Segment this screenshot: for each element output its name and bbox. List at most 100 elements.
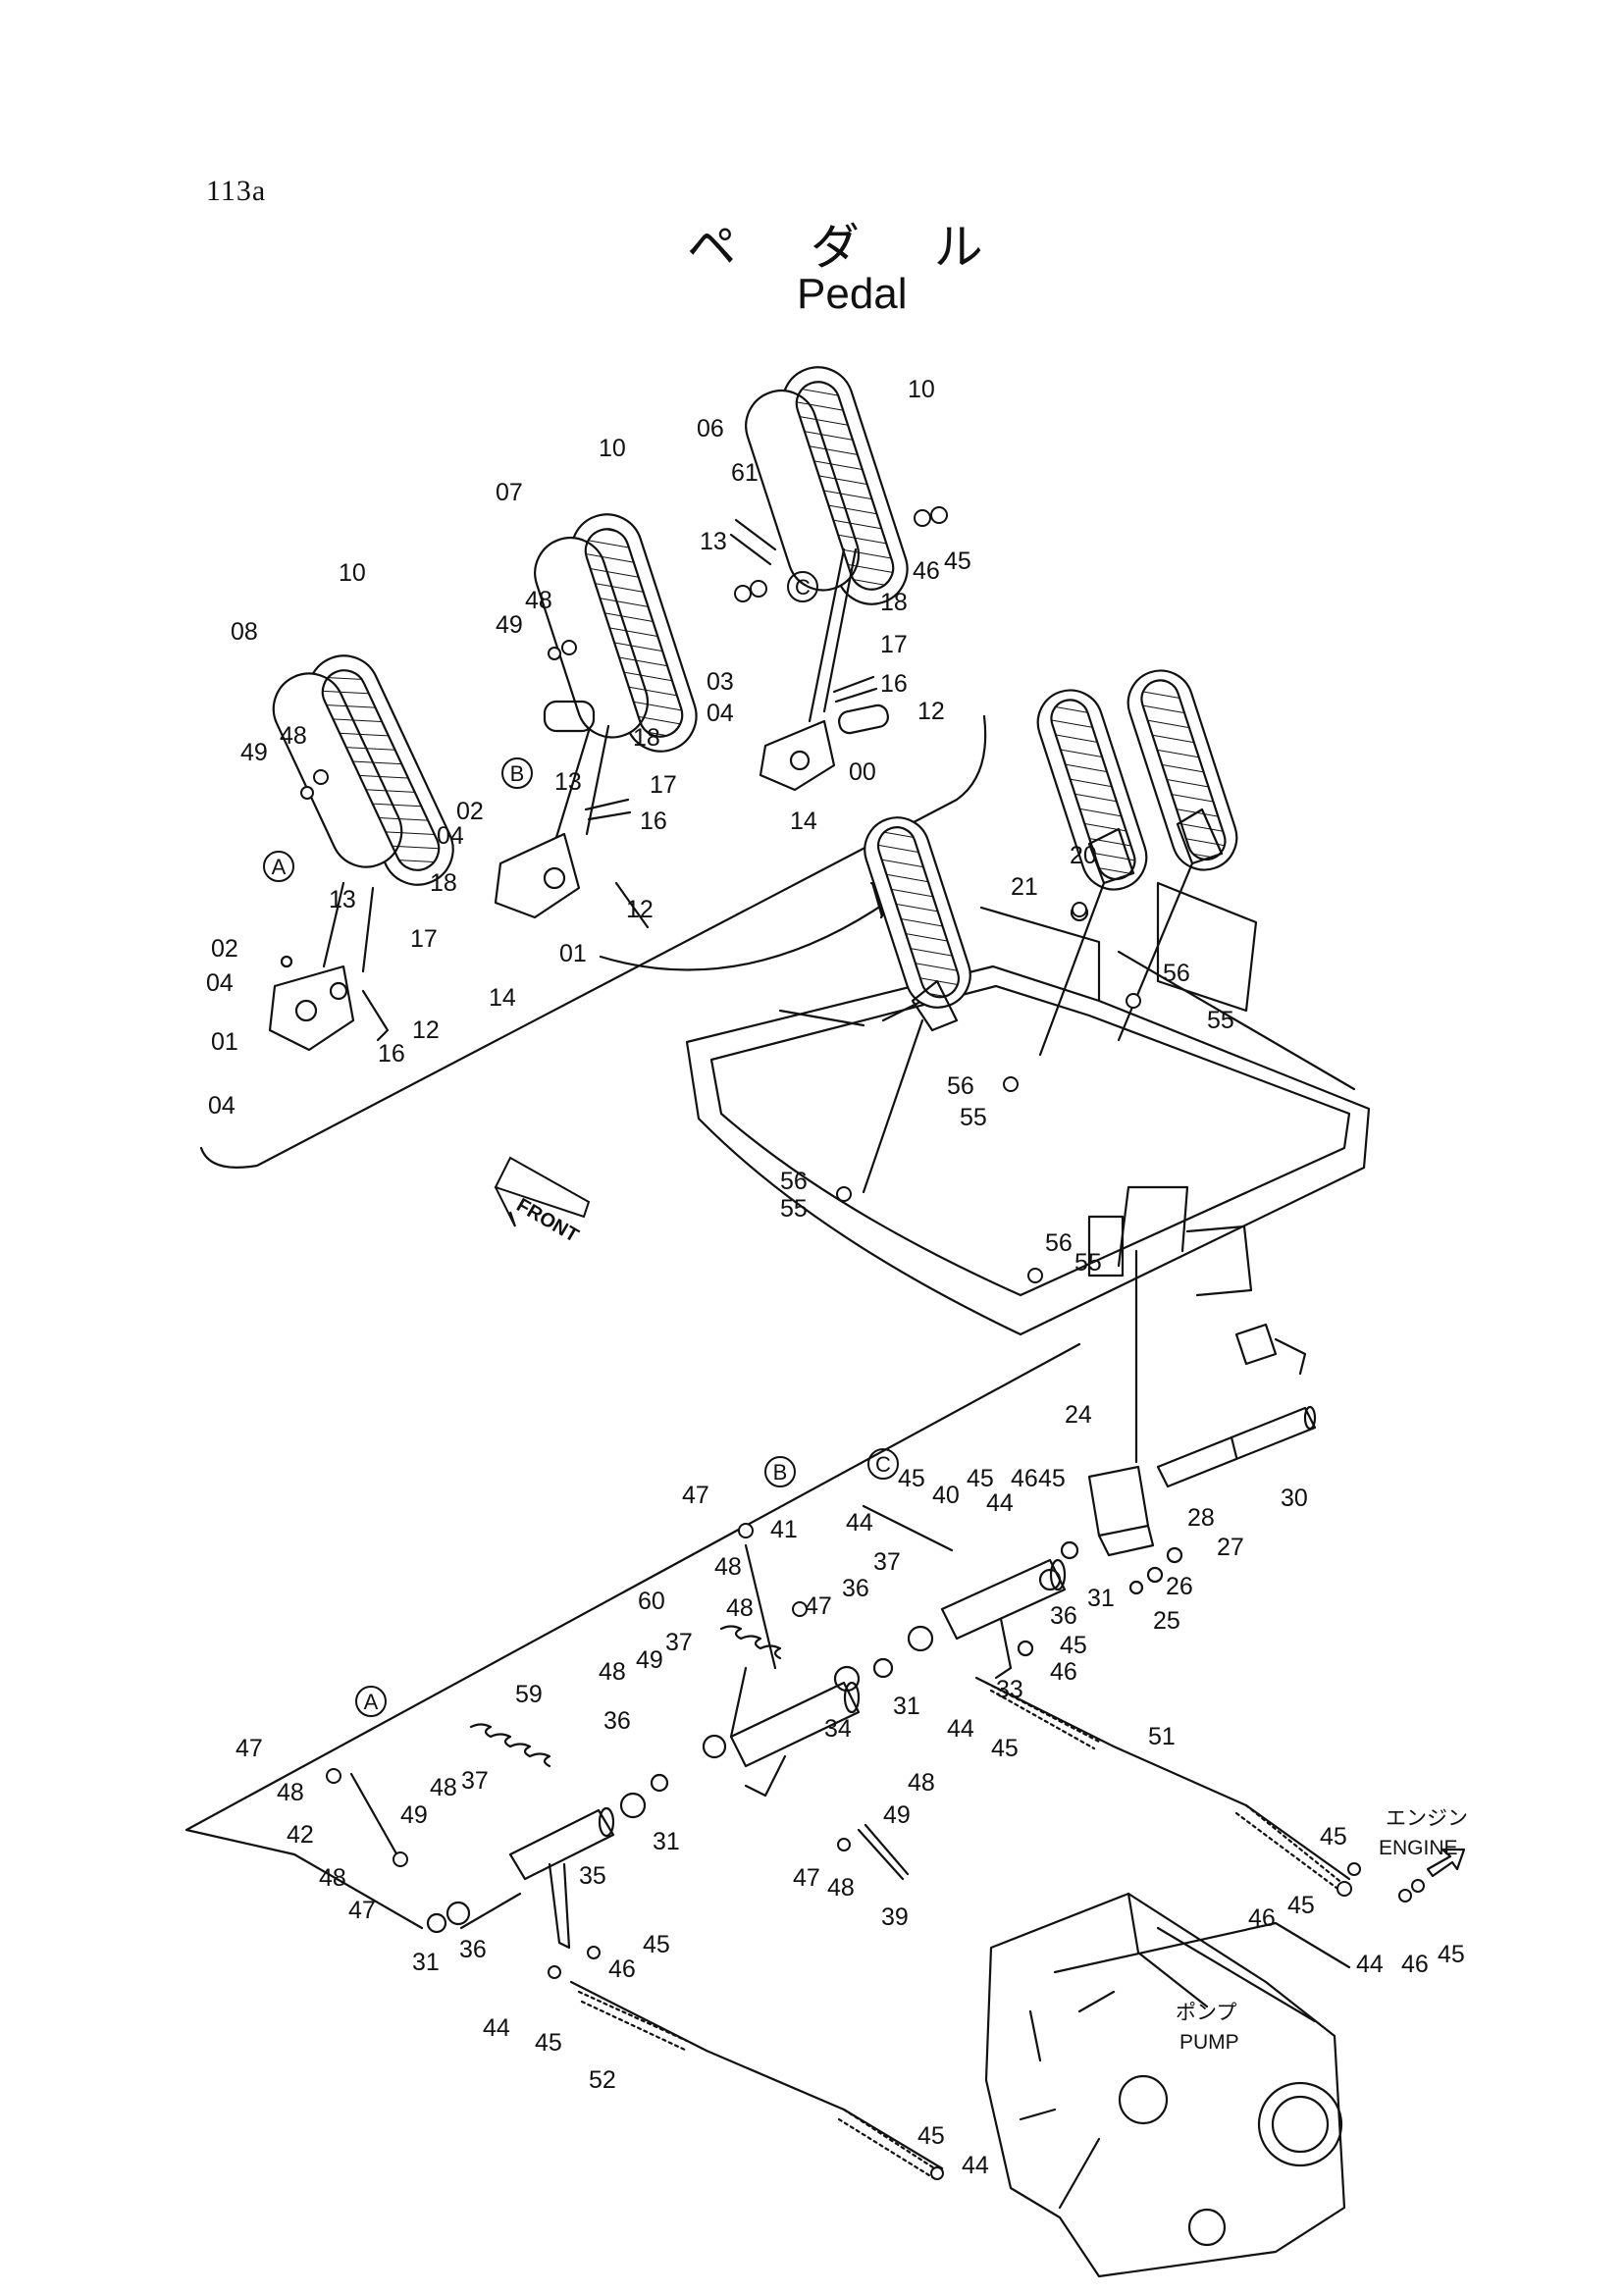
part-label: 12 bbox=[917, 698, 945, 725]
part-label: 08 bbox=[231, 618, 258, 646]
part-label: 47 bbox=[793, 1864, 820, 1892]
part-label: 13 bbox=[329, 886, 356, 913]
part-label: 31 bbox=[412, 1949, 440, 1976]
part-label: 28 bbox=[1187, 1504, 1215, 1532]
part-label: 46 bbox=[913, 557, 940, 585]
callout-b: B bbox=[510, 761, 525, 786]
part-label: 04 bbox=[206, 969, 234, 997]
part-label: 56 bbox=[780, 1168, 808, 1195]
part-label: 45 bbox=[898, 1465, 925, 1492]
engine-arrow bbox=[1426, 1848, 1466, 1878]
part-label: 45 bbox=[535, 2029, 562, 2057]
part-label: 24 bbox=[1065, 1401, 1092, 1429]
part-label: 12 bbox=[626, 896, 654, 923]
part-label: 36 bbox=[459, 1936, 487, 1963]
part-label: 47 bbox=[805, 1592, 832, 1620]
part-label: 55 bbox=[780, 1195, 808, 1223]
bushings bbox=[426, 1540, 1183, 1934]
part-label: 51 bbox=[1148, 1723, 1176, 1750]
part-label: 33 bbox=[996, 1676, 1023, 1703]
part-label: 12 bbox=[412, 1017, 440, 1044]
part-label: 36 bbox=[842, 1575, 869, 1602]
part-label: 07 bbox=[496, 479, 523, 506]
callout-a: A bbox=[272, 855, 287, 879]
cable-51 bbox=[974, 1676, 1351, 1881]
part-label: 04 bbox=[208, 1092, 236, 1120]
part-label: 41 bbox=[770, 1516, 798, 1543]
rod-41 bbox=[744, 1543, 777, 1670]
part-label: 03 bbox=[707, 668, 734, 696]
cable-52 bbox=[569, 1980, 944, 2170]
part-label: 55 bbox=[1207, 1007, 1234, 1034]
part-label: 20 bbox=[1070, 842, 1097, 869]
page-title-en: Pedal bbox=[797, 270, 908, 318]
part-label: 27 bbox=[1217, 1534, 1244, 1561]
part-label: 16 bbox=[880, 670, 908, 698]
pump-body bbox=[984, 1892, 1351, 2278]
part-label: 49 bbox=[883, 1801, 911, 1829]
part-label: 47 bbox=[348, 1897, 376, 1924]
part-label: 60 bbox=[638, 1588, 665, 1615]
part-label: 17 bbox=[880, 631, 908, 658]
callout-c: C bbox=[875, 1452, 891, 1477]
part-label: 49 bbox=[496, 611, 523, 639]
part-label: 48 bbox=[280, 722, 307, 750]
front-indicator: FRONT bbox=[494, 1156, 591, 1247]
part-label: 47 bbox=[682, 1482, 709, 1509]
spring-59 bbox=[469, 1723, 551, 1768]
engine-label-en: ENGINE bbox=[1379, 1837, 1458, 1859]
floor-pedals bbox=[862, 669, 1238, 1194]
part-label: 04 bbox=[707, 700, 734, 727]
part-label: 13 bbox=[700, 528, 727, 555]
part-label: 17 bbox=[410, 925, 438, 953]
part-label: 06 bbox=[697, 415, 724, 443]
part-label: 45 bbox=[1438, 1941, 1465, 1968]
part-label: 52 bbox=[589, 2066, 616, 2094]
spring-60 bbox=[719, 1625, 782, 1660]
part-label: 45 bbox=[1287, 1892, 1315, 1919]
bracket-24 bbox=[1087, 1465, 1155, 1557]
part-label: 49 bbox=[636, 1646, 663, 1674]
part-label: 36 bbox=[1050, 1602, 1077, 1630]
part-label: 01 bbox=[211, 1028, 238, 1056]
part-label: 44 bbox=[483, 2014, 510, 2042]
part-label: 46 bbox=[1011, 1465, 1038, 1492]
part-label: 49 bbox=[240, 739, 268, 766]
shaft-30 bbox=[1156, 1405, 1317, 1488]
floor-plate bbox=[685, 881, 1371, 1336]
part-label: 48 bbox=[525, 587, 552, 614]
part-label: 34 bbox=[824, 1715, 852, 1743]
part-label: 44 bbox=[846, 1509, 873, 1537]
front-label: FRONT bbox=[513, 1194, 583, 1246]
part-label: 14 bbox=[489, 984, 516, 1012]
part-label: 45 bbox=[1320, 1823, 1347, 1851]
pedal-assembly-b bbox=[494, 513, 698, 929]
part-label: 55 bbox=[960, 1104, 987, 1131]
part-label: 61 bbox=[731, 459, 759, 487]
part-label: 48 bbox=[908, 1769, 935, 1797]
part-label: 31 bbox=[653, 1828, 680, 1855]
part-label: 44 bbox=[947, 1715, 974, 1743]
part-label: 48 bbox=[599, 1658, 626, 1686]
pedal-assembly-a bbox=[268, 654, 454, 1052]
part-label: 46 bbox=[1050, 1658, 1077, 1686]
callout-c: C bbox=[795, 575, 811, 600]
part-label: 30 bbox=[1281, 1485, 1308, 1512]
callout-b: B bbox=[773, 1460, 788, 1485]
part-label: 37 bbox=[665, 1629, 693, 1656]
part-label: 37 bbox=[461, 1767, 489, 1795]
part-label: 45 bbox=[643, 1931, 670, 1958]
part-label: 39 bbox=[881, 1903, 909, 1931]
part-label: 45 bbox=[917, 2122, 945, 2150]
part-label: 10 bbox=[339, 559, 366, 587]
part-label: 45 bbox=[944, 547, 971, 575]
part-label: 10 bbox=[908, 376, 935, 403]
part-label: 56 bbox=[1163, 960, 1190, 987]
part-label: 48 bbox=[319, 1864, 346, 1892]
part-label: 01 bbox=[559, 940, 587, 967]
part-label: 48 bbox=[726, 1594, 754, 1622]
part-label: 55 bbox=[1074, 1249, 1102, 1277]
part-label: 17 bbox=[650, 771, 677, 799]
part-label: 48 bbox=[430, 1774, 457, 1801]
part-label: 47 bbox=[236, 1735, 263, 1762]
